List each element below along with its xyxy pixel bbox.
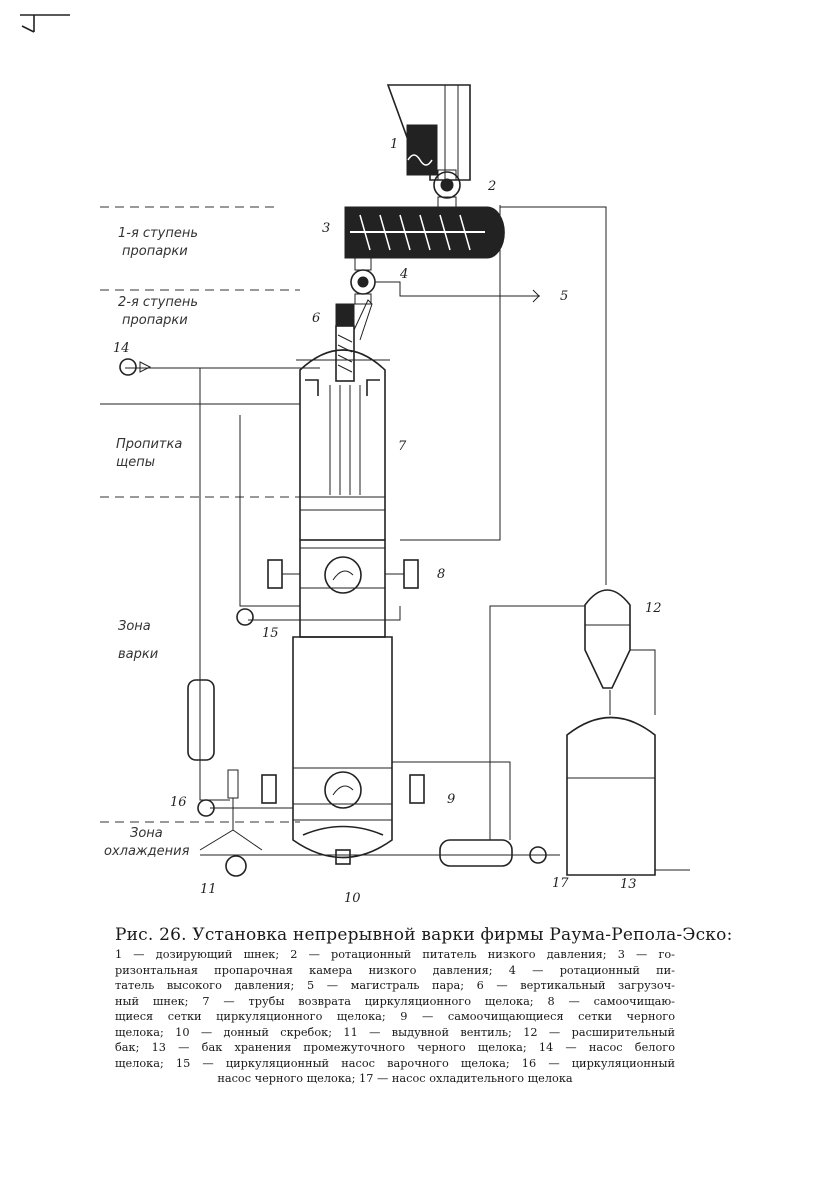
- steam-line: [375, 281, 540, 297]
- bottom-scraper: [302, 825, 384, 865]
- caption-line: бак; 13 — бак хранения промежуточного че…: [115, 1041, 675, 1054]
- figure-caption: Рис. 26. Установка непрерывной варки фир…: [115, 925, 733, 1087]
- corner-mark: [20, 14, 70, 33]
- white-liquor-pump: [119, 358, 152, 376]
- caption-line: щиеся сетки циркуляционного щелока; 9 — …: [115, 1010, 675, 1023]
- circulation-pump: [236, 608, 254, 626]
- dosing-screw: [406, 124, 438, 176]
- label-14: 14: [113, 341, 130, 356]
- blow-valve: [199, 769, 263, 877]
- steam-valve-icon: [532, 289, 540, 303]
- label-5: 5: [560, 289, 568, 304]
- digester-vessel: [292, 349, 393, 859]
- label-16: 16: [170, 795, 187, 810]
- label-8: 8: [437, 567, 445, 582]
- black-liquor-storage-tank: [566, 716, 656, 876]
- label-9: 9: [447, 792, 455, 807]
- label-11: 11: [200, 882, 217, 897]
- zone-impregnation-label-2: щепы: [116, 455, 155, 470]
- caption-line: ный шнек; 7 — трубы возврата циркуляцион…: [115, 994, 675, 1008]
- flash-tank: [584, 589, 631, 689]
- caption-line: татель высокого давления; 5 — магистраль…: [115, 979, 675, 992]
- zone-stage2-label: 2-я ступень: [118, 295, 198, 310]
- black-liquor-pump: [197, 799, 215, 817]
- label-13: 13: [620, 877, 637, 892]
- label-10: 10: [344, 891, 361, 906]
- zone-cooking-label: Зона: [118, 619, 151, 634]
- label-3: 3: [322, 221, 330, 236]
- label-17: 17: [552, 876, 569, 891]
- circulation-screens: [267, 547, 419, 594]
- label-2: 2: [487, 179, 496, 194]
- cooler: [439, 839, 513, 867]
- cooling-liquor-pump: [529, 846, 547, 864]
- zone-impregnation-label: Пропитка: [116, 437, 182, 452]
- caption-line: 1 — дозирующий шнек; 2 — ротационный пит…: [115, 948, 675, 961]
- zone-stage2-label-2: пропарки: [122, 313, 188, 328]
- label-6: 6: [312, 311, 320, 326]
- zone-cooling-label-2: охлаждения: [104, 844, 190, 859]
- high-pressure-rotary-feeder: [350, 257, 376, 305]
- caption-line: щелока; 10 — донный скребок; 11 — выдувн…: [115, 1025, 675, 1039]
- zone-cooling-label: Зона: [130, 826, 163, 841]
- heat-exchanger: [187, 679, 215, 761]
- caption-title: Рис. 26. Установка непрерывной варки фир…: [115, 925, 733, 945]
- label-1: 1: [390, 137, 398, 152]
- caption-line: щелока; 15 — циркуляционный насос варочн…: [115, 1056, 675, 1070]
- black-liquor-screens: [261, 767, 425, 809]
- label-7: 7: [398, 439, 407, 454]
- zone-stage1-label: 1-я ступень: [118, 226, 198, 241]
- label-15: 15: [262, 626, 279, 641]
- caption-line: ризонтальная пропарочная камера низкого …: [115, 963, 675, 977]
- low-pressure-rotary-feeder: [433, 169, 461, 208]
- horizontal-steaming-chamber: [344, 206, 505, 259]
- caption-line: насос черного щелока; 17 — насос охладит…: [217, 1072, 573, 1085]
- label-12: 12: [645, 601, 662, 616]
- label-4: 4: [399, 267, 408, 282]
- zone-stage1-label-2: пропарки: [122, 244, 188, 259]
- vertical-feed-screw: [335, 299, 373, 382]
- zone-cooking-label-2: варки: [118, 647, 158, 662]
- circulation-return-tubes: [305, 379, 380, 495]
- piping: [100, 205, 690, 871]
